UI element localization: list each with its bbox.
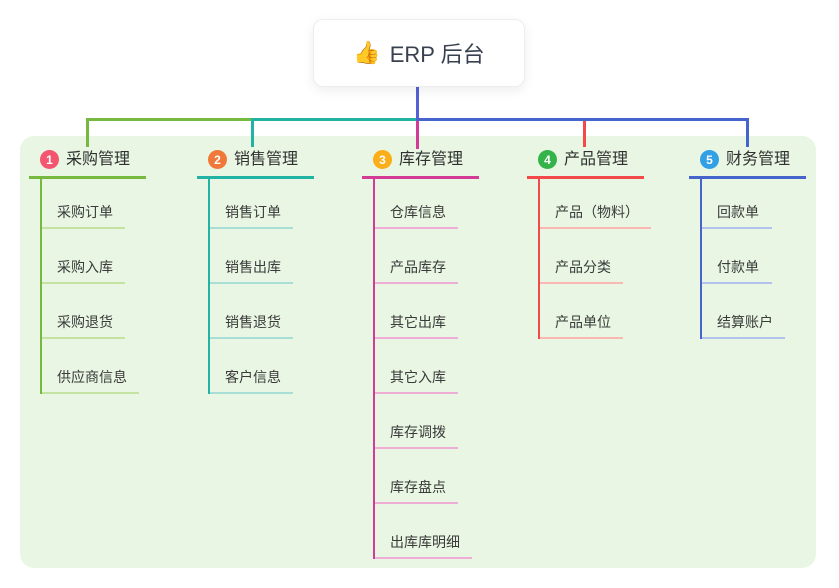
child-node[interactable]: 客户信息 (210, 339, 293, 395)
child-label: 采购订单 (57, 204, 113, 221)
child-label: 产品分类 (555, 259, 611, 276)
connector-branch1-drop (86, 118, 89, 147)
branch-children: 产品（物料） 产品分类 产品单位 (538, 179, 651, 340)
child-node[interactable]: 销售出库 (210, 229, 293, 285)
branch-1-采购管理: 1 采购管理 采购订单 采购入库 采购退货 供应商信息 (29, 150, 146, 395)
child-node[interactable]: 销售订单 (210, 179, 293, 230)
child-label: 销售订单 (225, 204, 281, 221)
branch-number-badge: 4 (538, 150, 557, 170)
connector-branch2-drop (251, 118, 254, 147)
branch-header[interactable]: 5 财务管理 (689, 150, 806, 180)
branch-children: 销售订单 销售出库 销售退货 客户信息 (208, 179, 293, 395)
branch-label: 财务管理 (726, 151, 791, 168)
connector-branch4-line (583, 118, 586, 147)
child-node[interactable]: 出库库明细 (375, 504, 472, 560)
child-label: 出库库明细 (390, 534, 460, 551)
child-node[interactable]: 供应商信息 (42, 339, 139, 395)
branch-2-销售管理: 2 销售管理 销售订单 销售出库 销售退货 客户信息 (197, 150, 314, 395)
child-label: 库存调拨 (390, 424, 446, 441)
branch-number-badge: 2 (208, 150, 227, 170)
child-node[interactable]: 结算账户 (702, 284, 785, 340)
child-node[interactable]: 产品单位 (540, 284, 623, 340)
branch-header[interactable]: 3 库存管理 (362, 150, 479, 180)
child-node[interactable]: 付款单 (702, 229, 772, 285)
child-label: 其它入库 (390, 369, 446, 386)
child-label: 仓库信息 (390, 204, 446, 221)
branch-children: 采购订单 采购入库 采购退货 供应商信息 (40, 179, 139, 395)
branch-children: 回款单 付款单 结算账户 (700, 179, 785, 340)
branch-number-badge: 3 (373, 150, 392, 170)
child-label: 结算账户 (717, 314, 773, 331)
branch-header[interactable]: 2 销售管理 (197, 150, 314, 180)
child-label: 客户信息 (225, 369, 281, 386)
branch-label: 采购管理 (66, 151, 131, 168)
child-label: 采购入库 (57, 259, 113, 276)
child-label: 产品单位 (555, 314, 611, 331)
child-node[interactable]: 产品分类 (540, 229, 623, 285)
branch-3-库存管理: 3 库存管理 仓库信息 产品库存 其它出库 其它入库 库存调拨 库存盘点 出库库… (362, 150, 479, 560)
connector-branch5-line (416, 118, 749, 121)
child-label: 产品（物料） (555, 204, 639, 221)
connector-branch2-line (251, 118, 419, 121)
branch-label: 销售管理 (234, 151, 299, 168)
connector-branch1-line (86, 118, 253, 121)
child-node[interactable]: 仓库信息 (375, 179, 458, 230)
root-title: ERP 后台 (389, 42, 485, 67)
child-label: 销售出库 (225, 259, 281, 276)
branch-4-产品管理: 4 产品管理 产品（物料） 产品分类 产品单位 (527, 150, 651, 340)
branch-number-badge: 5 (700, 150, 719, 170)
child-label: 其它出库 (390, 314, 446, 331)
branch-5-财务管理: 5 财务管理 回款单 付款单 结算账户 (689, 150, 806, 340)
branch-children: 仓库信息 产品库存 其它出库 其它入库 库存调拨 库存盘点 出库库明细 (373, 179, 472, 560)
branch-label: 库存管理 (399, 151, 464, 168)
child-node[interactable]: 其它出库 (375, 284, 458, 340)
child-label: 销售退货 (225, 314, 281, 331)
child-node[interactable]: 采购退货 (42, 284, 125, 340)
thumbs-up-icon: 👍 (353, 40, 381, 65)
child-label: 供应商信息 (57, 369, 127, 386)
child-node[interactable]: 库存调拨 (375, 394, 458, 450)
child-node[interactable]: 销售退货 (210, 284, 293, 340)
branches-panel (20, 136, 816, 568)
child-label: 采购退货 (57, 314, 113, 331)
child-node[interactable]: 产品（物料） (540, 179, 651, 230)
child-node[interactable]: 采购入库 (42, 229, 125, 285)
branch-header[interactable]: 1 采购管理 (29, 150, 146, 180)
child-node[interactable]: 产品库存 (375, 229, 458, 285)
child-node[interactable]: 采购订单 (42, 179, 125, 230)
child-node[interactable]: 库存盘点 (375, 449, 458, 505)
child-label: 库存盘点 (390, 479, 446, 496)
root-connector-line (416, 85, 419, 119)
child-label: 付款单 (717, 259, 759, 276)
branch-label: 产品管理 (564, 151, 629, 168)
root-node[interactable]: 👍 ERP 后台 (313, 19, 525, 87)
child-label: 回款单 (717, 204, 759, 221)
connector-branch5-drop (746, 118, 749, 147)
branch-header[interactable]: 4 产品管理 (527, 150, 644, 180)
branch-number-badge: 1 (40, 150, 59, 170)
connector-branch3-line (416, 118, 419, 149)
child-label: 产品库存 (390, 259, 446, 276)
child-node[interactable]: 回款单 (702, 179, 772, 230)
child-node[interactable]: 其它入库 (375, 339, 458, 395)
